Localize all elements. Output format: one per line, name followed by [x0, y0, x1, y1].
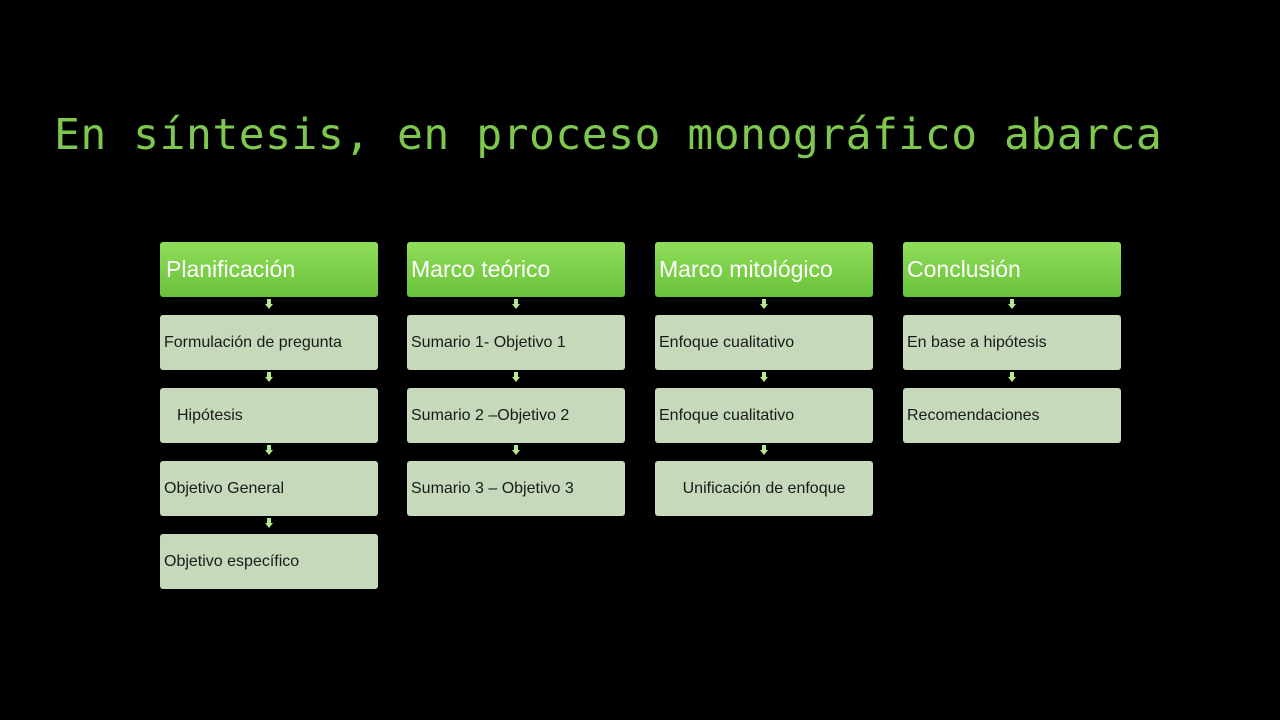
down-arrow-icon — [512, 372, 520, 382]
process-step: Unificación de enfoque — [655, 461, 873, 516]
process-step: Sumario 3 – Objetivo 3 — [407, 461, 625, 516]
down-arrow-icon — [760, 299, 768, 309]
down-arrow-icon — [1008, 299, 1016, 309]
down-arrow-icon — [1008, 372, 1016, 382]
step-label: Unificación de enfoque — [682, 479, 846, 497]
step-label: Objetivo General — [164, 479, 285, 497]
process-step: En base a hipótesis — [903, 315, 1121, 370]
down-arrow-icon — [265, 372, 273, 382]
step-label: Enfoque cualitativo — [659, 406, 795, 424]
down-arrow-icon — [265, 518, 273, 528]
step-label: Recomendaciones — [907, 406, 1040, 424]
process-step: Enfoque cualitativo — [655, 388, 873, 443]
process-step: Sumario 2 –Objetivo 2 — [407, 388, 625, 443]
column-header: Marco mitológico — [655, 242, 873, 297]
step-label: Objetivo específico — [164, 552, 300, 570]
column-planificacion: Planificación Formulación de pregunta Hi… — [160, 242, 378, 589]
down-arrow-icon — [265, 299, 273, 309]
column-marco-mitologico: Marco mitológico Enfoque cualitativo Enf… — [655, 242, 873, 516]
slide-title: En síntesis, en proceso monográfico abar… — [54, 110, 1163, 160]
down-arrow-icon — [512, 299, 520, 309]
process-step: Formulación de pregunta — [160, 315, 378, 370]
process-step: Enfoque cualitativo — [655, 315, 873, 370]
step-label: Formulación de pregunta — [164, 333, 342, 351]
process-step: Hipótesis — [160, 388, 378, 443]
step-label: Sumario 2 –Objetivo 2 — [411, 406, 570, 424]
process-step: Recomendaciones — [903, 388, 1121, 443]
down-arrow-icon — [760, 372, 768, 382]
step-label: Hipótesis — [177, 406, 243, 424]
step-label: Enfoque cualitativo — [659, 333, 795, 351]
down-arrow-icon — [760, 445, 768, 455]
column-header: Planificación — [160, 242, 378, 297]
process-step: Objetivo específico — [160, 534, 378, 589]
column-conclusion: Conclusión En base a hipótesis Recomenda… — [903, 242, 1121, 443]
process-step: Objetivo General — [160, 461, 378, 516]
step-label: En base a hipótesis — [907, 333, 1047, 351]
step-label: Sumario 1- Objetivo 1 — [411, 333, 566, 351]
down-arrow-icon — [512, 445, 520, 455]
process-step: Sumario 1- Objetivo 1 — [407, 315, 625, 370]
column-marco-teorico: Marco teórico Sumario 1- Objetivo 1 Suma… — [407, 242, 625, 516]
down-arrow-icon — [265, 445, 273, 455]
column-header: Marco teórico — [407, 242, 625, 297]
step-label: Sumario 3 – Objetivo 3 — [411, 479, 574, 497]
column-header: Conclusión — [903, 242, 1121, 297]
